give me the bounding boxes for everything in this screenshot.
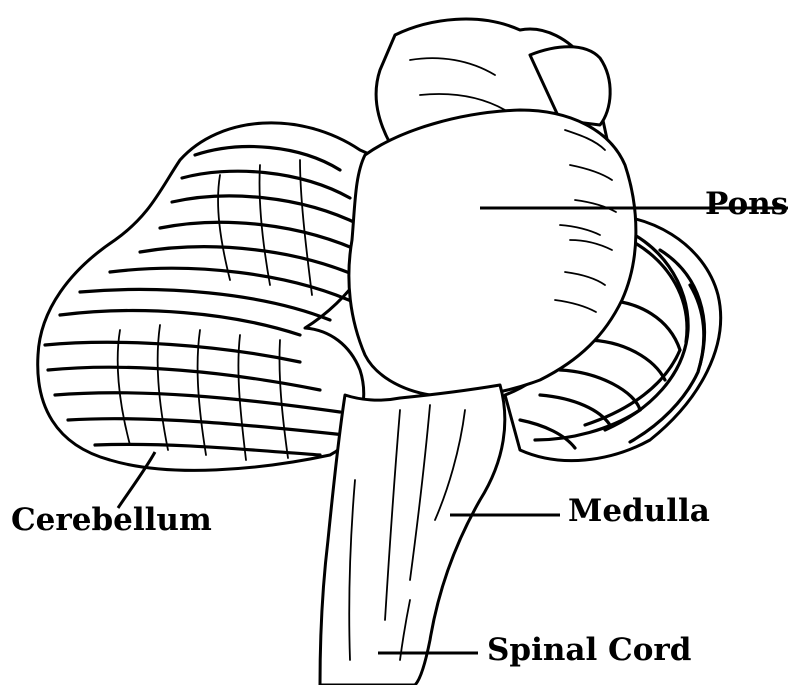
cerebellum-label: Cerebellum <box>11 502 212 538</box>
medulla-spinal-cord <box>320 385 505 685</box>
spinal-cord-label: Spinal Cord <box>487 632 691 668</box>
pons-label: Pons <box>705 186 788 222</box>
medulla-label: Medulla <box>568 493 710 529</box>
